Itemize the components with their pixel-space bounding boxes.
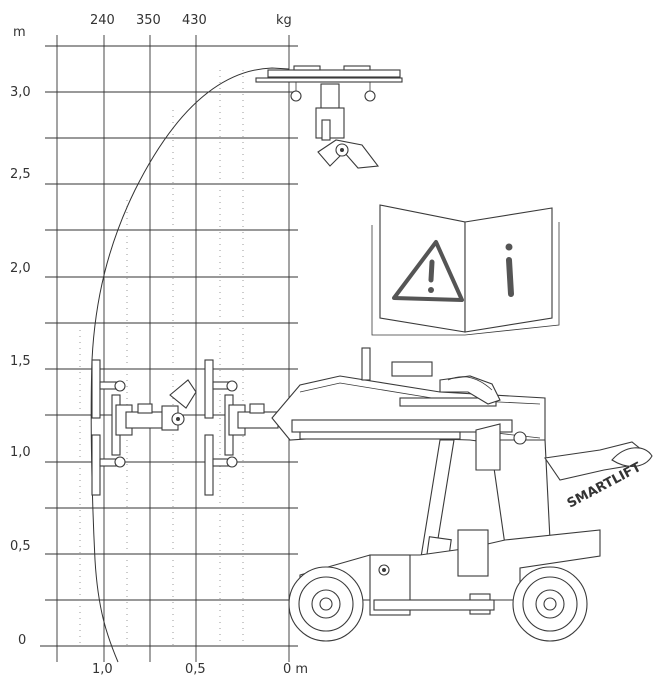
vacuum-pad-extended-near bbox=[204, 359, 290, 496]
smartlift-machine: SMARTLIFT bbox=[271, 347, 653, 642]
height-tick-label: 1,0 bbox=[10, 445, 31, 460]
manual-book-icon bbox=[371, 204, 560, 336]
working-envelope-curve bbox=[90, 67, 290, 663]
reach-tick-label: 0,5 bbox=[185, 662, 206, 677]
load-unit-label: kg bbox=[276, 13, 292, 28]
reach-tick-labels: 1,0 0,5 0 m bbox=[92, 662, 308, 677]
load-tick-labels: 240 350 430 bbox=[90, 13, 207, 28]
load-tick-label: 240 bbox=[90, 13, 115, 28]
load-tick-label: 350 bbox=[136, 13, 161, 28]
reach-zero-label: 0 m bbox=[283, 662, 308, 677]
reach-tick-label: 1,0 bbox=[92, 662, 113, 677]
height-tick-label: 3,0 bbox=[10, 85, 31, 100]
grid bbox=[40, 35, 298, 662]
height-tick-label: 0,5 bbox=[10, 539, 31, 554]
rear-wheel bbox=[512, 566, 588, 642]
height-tick-labels: 3,0 2,5 2,0 1,5 1,0 0,5 0 bbox=[10, 85, 31, 648]
height-unit-label: m bbox=[13, 25, 26, 40]
height-tick-label: 1,5 bbox=[10, 354, 31, 369]
height-tick-label: 2,5 bbox=[10, 167, 31, 182]
height-tick-label: 2,0 bbox=[10, 261, 31, 276]
load-tick-label: 430 bbox=[182, 13, 207, 28]
front-wheel bbox=[288, 566, 364, 642]
vacuum-lifter-raised bbox=[255, 65, 403, 169]
height-tick-label: 0 bbox=[18, 633, 26, 648]
warning-triangle-icon bbox=[392, 240, 464, 302]
vacuum-pad-extended-far bbox=[91, 359, 197, 496]
info-icon bbox=[505, 243, 514, 297]
